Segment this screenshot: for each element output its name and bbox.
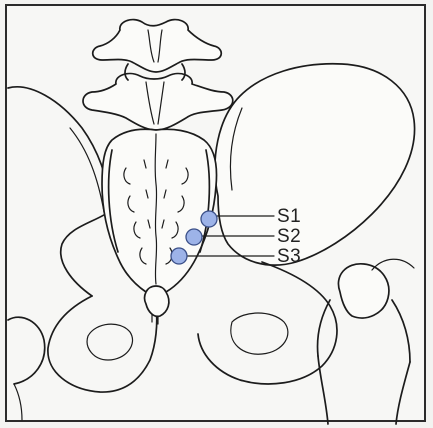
right-iliac-wing xyxy=(215,64,415,265)
sacrum xyxy=(102,129,217,295)
label-s2: S2 xyxy=(277,227,301,246)
point-s1 xyxy=(201,211,217,227)
label-s3: S3 xyxy=(277,247,301,266)
point-s2 xyxy=(186,229,202,245)
left-obturator xyxy=(87,324,132,360)
left-femur-head xyxy=(8,317,45,384)
right-ischium xyxy=(198,262,337,384)
left-ilium-lower xyxy=(61,210,112,296)
left-ischium xyxy=(48,296,157,392)
lumbar-vertebra-upper xyxy=(93,20,222,72)
left-iliac-inner xyxy=(70,128,104,212)
right-obturator xyxy=(231,313,288,354)
left-femur-shaft xyxy=(14,384,22,420)
label-s1: S1 xyxy=(277,207,301,226)
coccyx xyxy=(145,286,169,316)
point-s3 xyxy=(171,248,187,264)
right-femur-head xyxy=(338,264,388,318)
right-femur-shaft xyxy=(318,356,410,424)
